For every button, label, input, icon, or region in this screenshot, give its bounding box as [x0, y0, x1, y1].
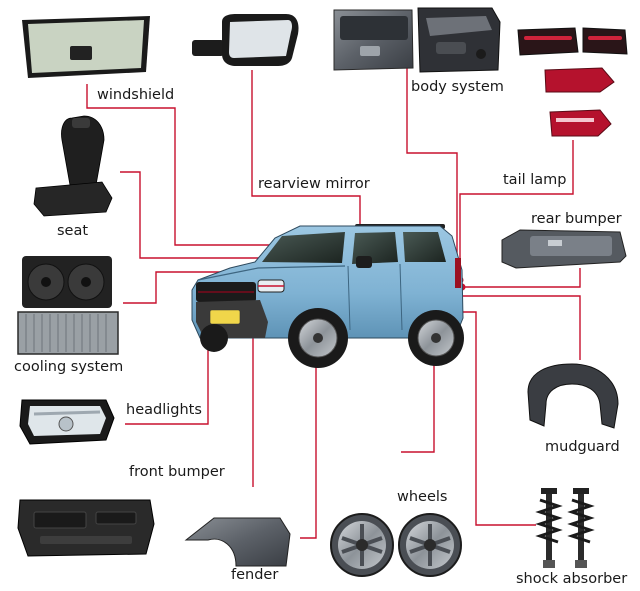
radiator-icon [17, 311, 119, 355]
windshield-icon [22, 16, 150, 78]
leader-rear-bumper [462, 268, 581, 288]
label-rearview-mirror: rearview mirror [258, 176, 370, 192]
label-wheels: wheels [397, 489, 448, 505]
fan-shroud-icon [22, 256, 112, 308]
label-cooling-system: cooling system [14, 359, 124, 375]
shock-absorber-icon [535, 488, 595, 568]
leader-windshield [86, 84, 291, 246]
label-rear-bumper: rear bumper [531, 211, 622, 227]
label-tail-lamp: tail lamp [503, 172, 567, 188]
leader-body-system [406, 60, 458, 268]
headlight-icon [19, 399, 115, 445]
label-seat: seat [57, 223, 89, 239]
leader-tail-lamp [459, 140, 574, 280]
label-fender: fender [231, 567, 279, 583]
wheel-left-icon [330, 513, 394, 577]
label-mudguard: mudguard [545, 439, 620, 455]
mudguard-icon [527, 363, 619, 429]
wheel-right-icon [398, 513, 462, 577]
tail-lamp-icon [517, 27, 628, 137]
seat-icon [33, 115, 113, 217]
label-body-system: body system [411, 79, 504, 95]
rearview-mirror-icon [192, 14, 299, 66]
leader-shock-absorber [460, 311, 536, 526]
front-bumper-icon [17, 499, 155, 557]
leader-mudguard [438, 295, 581, 360]
leader-lines [86, 60, 581, 539]
fender-icon [184, 517, 291, 567]
leader-cooling-system [123, 271, 243, 304]
car-illustration [191, 224, 464, 368]
label-windshield: windshield [97, 87, 175, 103]
rear-bumper-icon [501, 229, 627, 269]
label-shock-absorber: shock absorber [516, 571, 628, 587]
label-headlights: headlights [126, 402, 202, 418]
leader-seat [120, 171, 322, 259]
label-front-bumper: front bumper [129, 464, 225, 480]
tailgate-icon [333, 9, 414, 71]
door-panel-icon [417, 7, 501, 73]
